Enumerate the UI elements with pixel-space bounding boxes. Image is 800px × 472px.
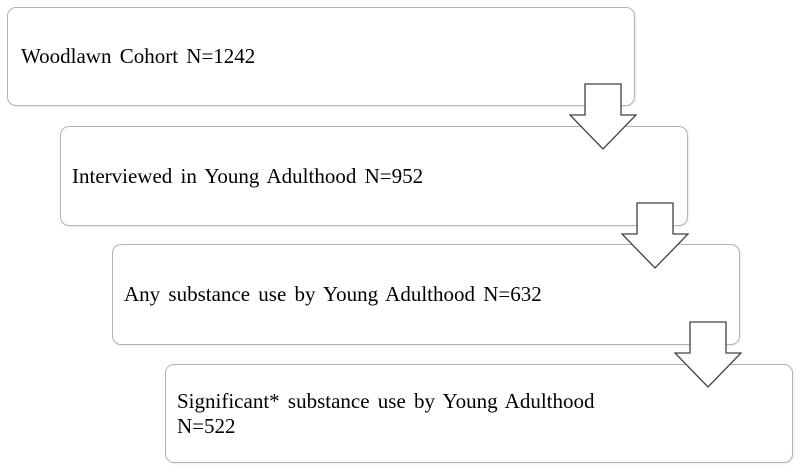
down-arrow-icon: [569, 83, 637, 150]
flow-step-label: Any substance use by Young Adulthood N=6…: [124, 282, 542, 307]
flow-step-significant-substance-use: Significant* substance use by Young Adul…: [165, 364, 793, 463]
flow-step-interviewed: Interviewed in Young Adulthood N=952: [60, 126, 688, 226]
flow-step-label: Woodlawn Cohort N=1242: [21, 44, 256, 69]
flow-step-label: Interviewed in Young Adulthood N=952: [72, 163, 424, 188]
flow-step-label: Significant* substance use by Young Adul…: [177, 389, 595, 438]
flow-step-any-substance-use: Any substance use by Young Adulthood N=6…: [112, 244, 740, 345]
down-arrow-icon: [674, 321, 742, 388]
flow-step-cohort: Woodlawn Cohort N=1242: [7, 7, 635, 106]
down-arrow-icon: [621, 202, 689, 269]
